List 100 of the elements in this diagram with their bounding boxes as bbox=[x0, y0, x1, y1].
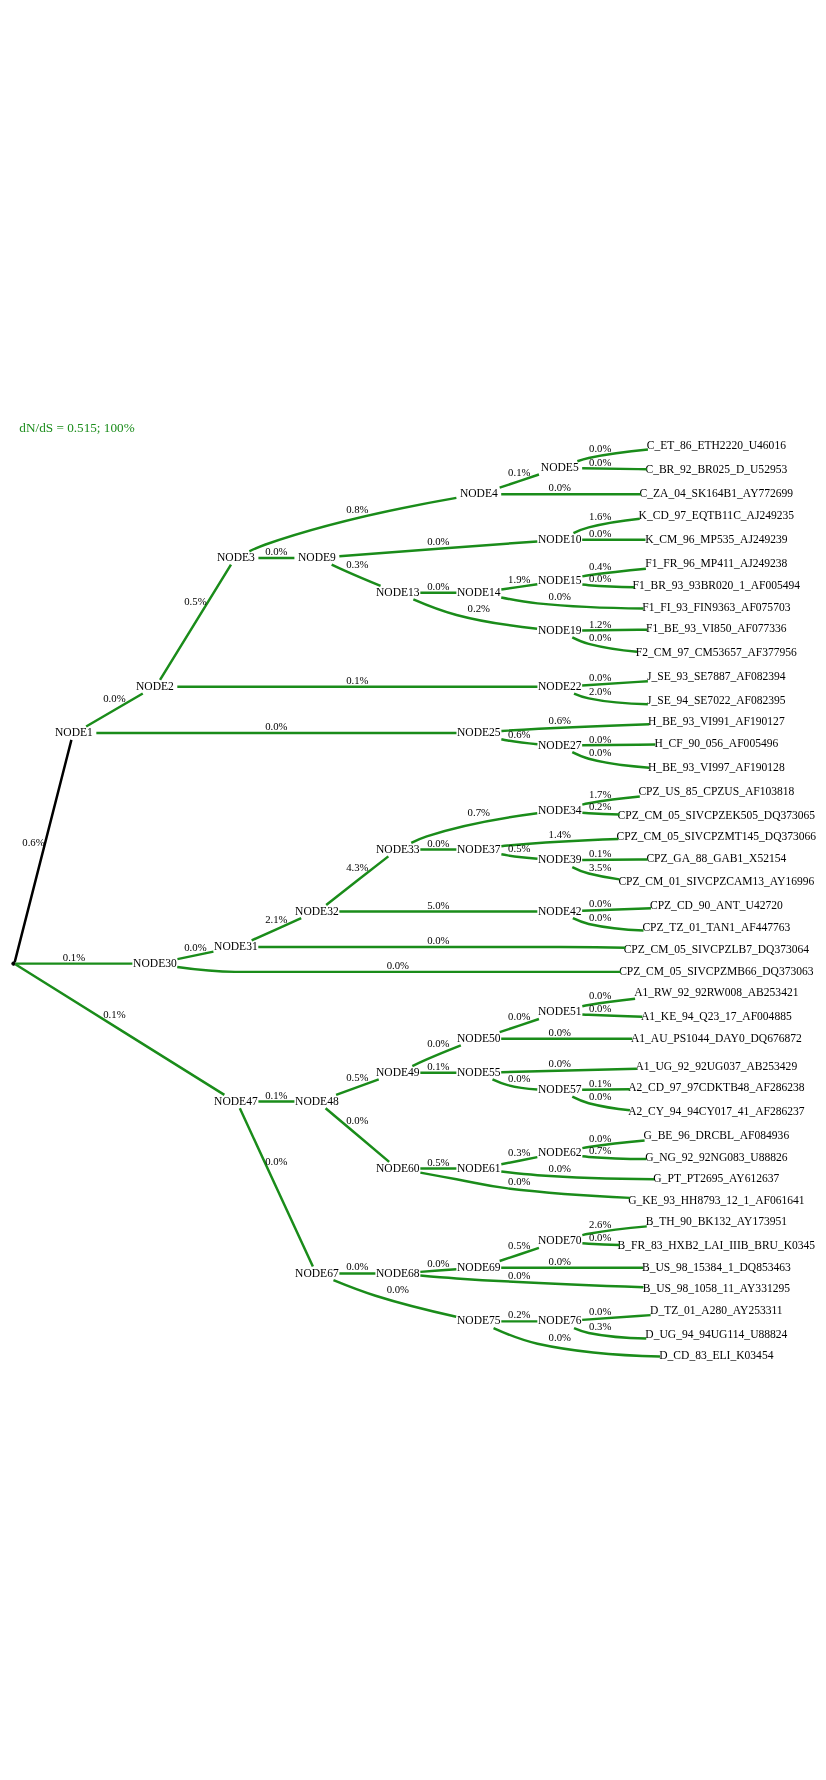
edge-label: 0.0% bbox=[589, 1131, 612, 1144]
edge-label: 0.0% bbox=[508, 1174, 531, 1187]
connector bbox=[582, 1154, 647, 1160]
edge-label: 2.6% bbox=[589, 1217, 612, 1230]
node-text: B_US_98_15384_1_DQ853463 bbox=[641, 1260, 791, 1274]
connector bbox=[85, 691, 144, 728]
node-text: NODE42 bbox=[537, 904, 582, 918]
edge-label: 0.0% bbox=[589, 1304, 612, 1317]
connector bbox=[335, 1077, 380, 1096]
edge-label: 0.1% bbox=[62, 950, 86, 963]
node-text: NODE31 bbox=[214, 939, 258, 953]
connector bbox=[420, 1273, 644, 1288]
node-text: D_TZ_01_A280_AY253311 bbox=[650, 1303, 783, 1317]
connector bbox=[248, 496, 457, 552]
node-text: NODE51 bbox=[537, 1004, 582, 1018]
connector bbox=[412, 597, 538, 630]
connector bbox=[420, 1070, 457, 1074]
node-text: F2_CM_97_CM53657_AF377956 bbox=[635, 645, 797, 659]
node-text: NODE9 bbox=[297, 550, 336, 564]
connector bbox=[499, 472, 540, 489]
node-text: NODE4 bbox=[459, 486, 498, 500]
node-text: CPZ_CM_05_SIVCPZMB66_DQ373063 bbox=[619, 964, 814, 978]
connector bbox=[501, 852, 538, 860]
connector bbox=[499, 1246, 540, 1262]
node-text: NODE14 bbox=[457, 585, 501, 599]
connector bbox=[14, 962, 225, 1096]
node-text: NODE60 bbox=[376, 1161, 420, 1175]
connector bbox=[339, 539, 538, 558]
edge-label: 0.0% bbox=[589, 732, 612, 745]
edge-label: 0.0% bbox=[427, 836, 450, 849]
connector bbox=[582, 1313, 651, 1321]
connector bbox=[582, 906, 652, 912]
edge-label: 0.0% bbox=[548, 1254, 571, 1267]
node-text: NODE68 bbox=[376, 1266, 420, 1280]
node-text: NODE5 bbox=[540, 460, 579, 474]
node-text: H_CF_90_056_AF005496 bbox=[654, 736, 779, 750]
connector bbox=[501, 1265, 643, 1269]
edge-label: 2.0% bbox=[589, 684, 612, 697]
connector bbox=[493, 1326, 660, 1358]
connector bbox=[582, 811, 620, 816]
node-text: B_FR_83_HXB2_LAI_IIIB_BRU_K0345 bbox=[617, 1238, 816, 1252]
edge-label: 0.0% bbox=[589, 910, 612, 923]
edge-label: 0.7% bbox=[467, 805, 491, 818]
edge-label: 0.0% bbox=[427, 933, 450, 946]
connector bbox=[582, 582, 635, 588]
edge-label: 2.1% bbox=[265, 912, 288, 925]
connector bbox=[572, 916, 644, 932]
connector bbox=[177, 965, 621, 973]
node-text: A1_RW_92_92RW008_AB253421 bbox=[634, 985, 799, 999]
node-text: CPZ_US_85_CPZUS_AF103818 bbox=[638, 784, 795, 798]
edge-label: 0.6% bbox=[22, 835, 45, 848]
node-text: G_BE_96_DRCBL_AF084936 bbox=[643, 1128, 790, 1142]
edge-label: 0.5% bbox=[427, 1155, 450, 1168]
connector bbox=[331, 563, 382, 587]
connector bbox=[501, 582, 538, 591]
node-text: F1_FI_93_FIN9363_AF075703 bbox=[642, 600, 791, 614]
connector bbox=[571, 635, 638, 653]
node-text: NODE48 bbox=[295, 1094, 339, 1108]
edge-label: 0.0% bbox=[589, 455, 612, 468]
connector bbox=[571, 865, 620, 881]
node-text: NODE27 bbox=[537, 738, 582, 752]
node-text: CPZ_CD_90_ANT_U42720 bbox=[649, 898, 783, 912]
node-text: NODE15 bbox=[537, 573, 582, 587]
connector bbox=[582, 996, 636, 1007]
edge-label: 0.0% bbox=[508, 1071, 531, 1084]
connector bbox=[582, 466, 647, 470]
connector bbox=[491, 1077, 538, 1091]
edge-label: 0.0% bbox=[589, 630, 612, 643]
edge-label: 0.0% bbox=[508, 1009, 531, 1022]
edge-label: 0.1% bbox=[103, 1007, 126, 1020]
node-text: K_CM_96_MP535_AJ249239 bbox=[645, 532, 788, 546]
edge-label: 0.0% bbox=[589, 1089, 612, 1102]
node-text: H_BE_93_VI991_AF190127 bbox=[648, 714, 785, 728]
node-text: F1_BR_93_93BR020_1_AF005494 bbox=[632, 578, 801, 592]
node-text: NODE19 bbox=[537, 623, 582, 637]
connector bbox=[420, 847, 457, 851]
connector bbox=[571, 1095, 631, 1112]
node-text: NODE57 bbox=[537, 1082, 582, 1096]
edge-label: 0.4% bbox=[589, 559, 612, 572]
connector bbox=[501, 837, 619, 847]
node-text: J_SE_93_SE7887_AF082394 bbox=[647, 669, 786, 683]
node-text: C_BR_92_BR025_D_U52953 bbox=[645, 462, 788, 476]
edge-label: 0.0% bbox=[589, 1001, 612, 1014]
connector bbox=[501, 1067, 637, 1073]
edge-label: 0.0% bbox=[548, 480, 571, 493]
edge-label: 0.5% bbox=[508, 1238, 531, 1251]
edge-label: 0.0% bbox=[427, 534, 450, 547]
connector bbox=[582, 538, 646, 541]
edge-label: 0.0% bbox=[589, 670, 612, 683]
node-point bbox=[11, 960, 16, 966]
edge-label: 0.1% bbox=[589, 1076, 612, 1089]
connector bbox=[420, 1166, 457, 1170]
connector bbox=[420, 590, 457, 594]
connector bbox=[13, 739, 73, 962]
node-text: F1_BE_93_VI850_AF077336 bbox=[646, 621, 787, 635]
edge-label: 0.5% bbox=[346, 1070, 369, 1083]
connector bbox=[420, 1267, 457, 1273]
connector bbox=[582, 566, 647, 578]
node-text: NODE75 bbox=[457, 1313, 501, 1327]
node-text: NODE67 bbox=[295, 1266, 339, 1280]
